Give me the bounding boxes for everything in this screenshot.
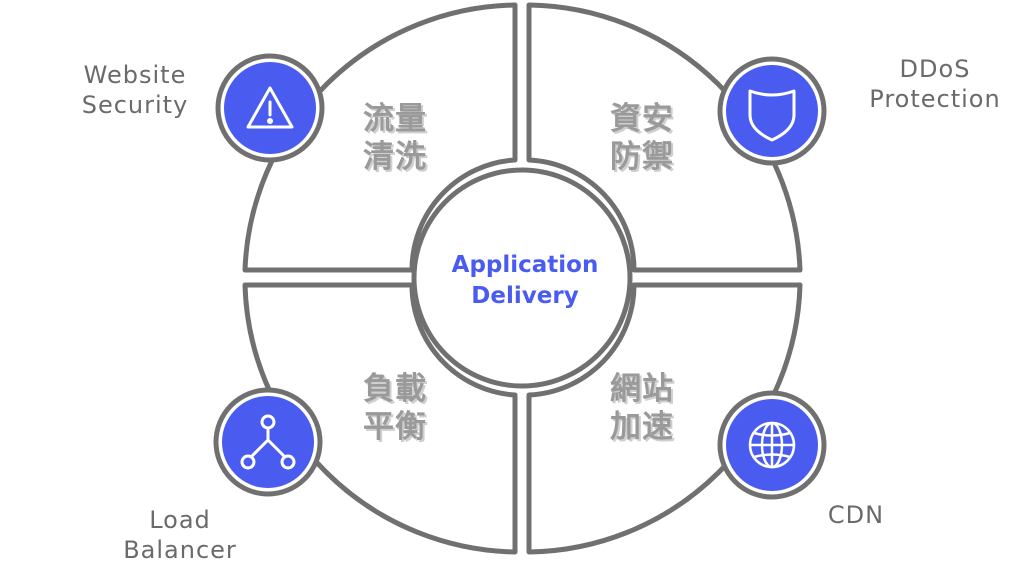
quadrant-bottom-left-line1: 負載 — [363, 371, 427, 407]
load-balancer-label: Load Balancer — [90, 505, 270, 565]
quadrant-top-right-segment — [526, 2, 803, 273]
quadrant-top-right-text: 資安 防禦 — [592, 100, 692, 176]
center-label-line2: Delivery — [471, 283, 579, 309]
website-security-label: Website Security — [45, 60, 225, 120]
center-label: Application Delivery — [420, 250, 630, 312]
shield-icon — [748, 89, 796, 142]
load-balancer-label-line2: Balancer — [123, 536, 237, 564]
website-security-label-line1: Website — [83, 61, 187, 89]
load-balancer-label-line1: Load — [149, 506, 211, 534]
center-label-line1: Application — [451, 252, 599, 278]
quadrant-bottom-right-text: 網站 加速 — [592, 370, 692, 446]
quadrant-top-left-text: 流量 清洗 — [345, 100, 445, 176]
ddos-protection-label: DDoS Protection — [845, 54, 1025, 114]
globe-icon — [748, 421, 796, 469]
quadrant-bottom-left-line2: 平衡 — [363, 409, 427, 445]
node-cdn — [717, 390, 827, 500]
quadrant-bottom-right-line1: 網站 — [610, 371, 674, 407]
network-nodes-icon — [240, 414, 296, 470]
node-load-balancer — [213, 387, 323, 497]
ddos-protection-label-line1: DDoS — [899, 55, 971, 83]
node-ddos-protection — [717, 56, 827, 166]
node-website-security — [215, 53, 325, 163]
ddos-protection-label-line2: Protection — [869, 85, 1001, 113]
quadrant-top-left-line1: 流量 — [363, 101, 427, 137]
cdn-label-line1: CDN — [827, 501, 885, 529]
quadrant-top-left-line2: 清洗 — [363, 139, 427, 175]
warning-icon — [246, 86, 294, 129]
center-hub — [411, 167, 633, 389]
cdn-label: CDN — [796, 500, 916, 530]
quadrant-top-right-line1: 資安 — [610, 101, 674, 137]
quadrant-bottom-right-line2: 加速 — [610, 409, 674, 445]
quadrant-bottom-left-text: 負載 平衡 — [345, 370, 445, 446]
website-security-label-line2: Security — [81, 91, 189, 119]
quadrant-top-right-line2: 防禦 — [610, 139, 674, 175]
quadrant-top-left-segment — [242, 2, 518, 273]
